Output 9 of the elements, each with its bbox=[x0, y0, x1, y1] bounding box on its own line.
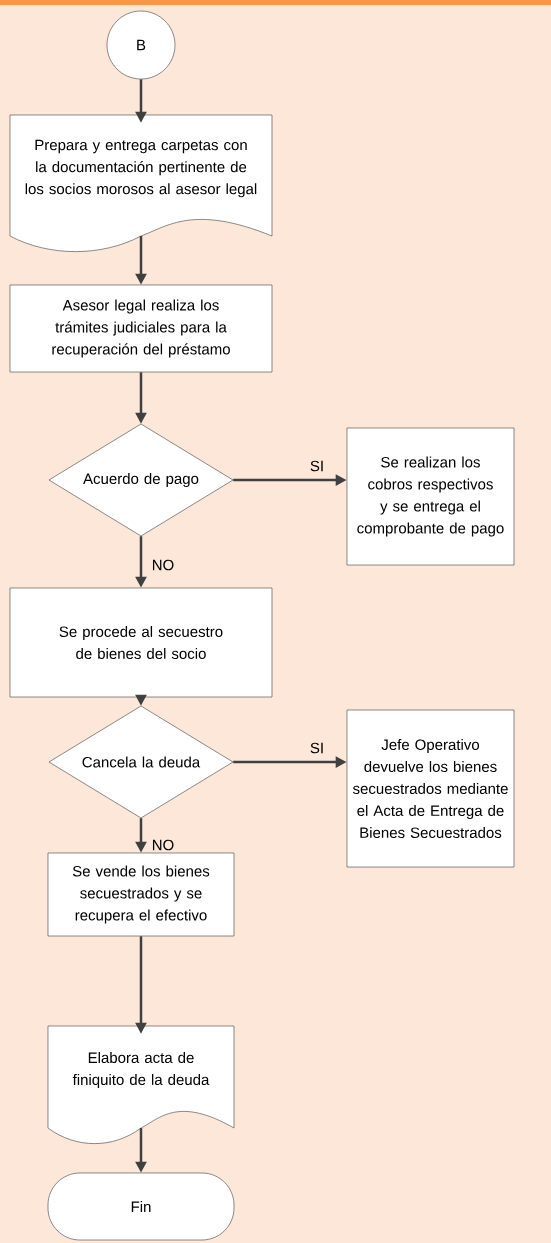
edge-label: NO bbox=[152, 839, 174, 851]
edge-label: SI bbox=[310, 742, 323, 754]
process-box: Se vende los bienes secuestrados y se recupera el efectivo bbox=[47, 852, 235, 937]
process-box: Asesor legal realiza los trámites judiciales para la recuperación del préstamo bbox=[9, 284, 273, 373]
process-box: Se realizan los cobros respectivos y se entrega el comprobante de pago bbox=[346, 427, 515, 566]
edge-label: NO bbox=[152, 559, 174, 571]
process-box: Se procede al secuestro de bienes del socio bbox=[9, 587, 273, 698]
process-box: Jefe Operativo devuelve los bienes secuestrados mediante el Acta de Entrega de Bienes Secuestrados bbox=[346, 709, 515, 868]
edge-label: SI bbox=[310, 460, 323, 472]
